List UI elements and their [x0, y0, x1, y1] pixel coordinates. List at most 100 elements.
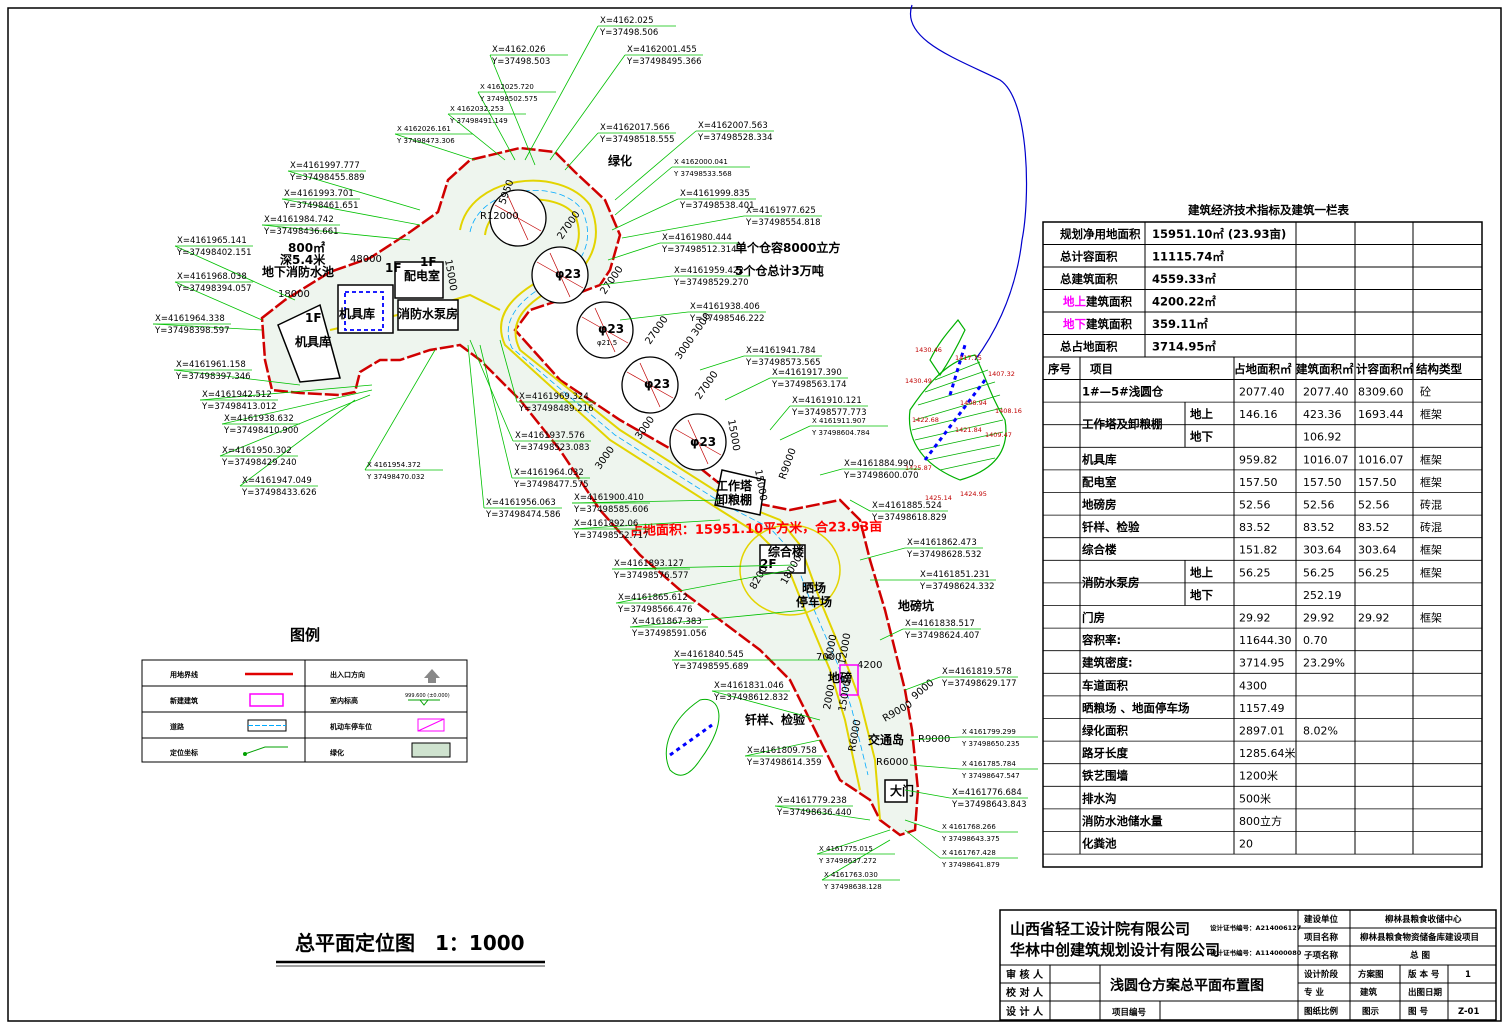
- tb-project-key: 项目名称: [1304, 932, 1339, 943]
- coord-y-41: Y=37498624.332: [919, 582, 995, 592]
- svg-text:15000: 15000: [752, 469, 768, 502]
- row-c-6: 83.52: [1358, 521, 1390, 534]
- cert-no-2: 设计证书编号：A114000080: [1210, 948, 1302, 957]
- coord-y-46: Y=37498629.177: [941, 679, 1017, 689]
- site-area-note: 占地面积：15951.10平方米，合23.93亩: [630, 519, 883, 539]
- coord-y-8: Y=37498528.334: [697, 133, 773, 143]
- tb-number-value: Z-01: [1458, 1007, 1479, 1017]
- row-a-15: 2897.01: [1239, 725, 1285, 738]
- row-b-7: 303.64: [1303, 544, 1342, 557]
- coord-y-36: Y=37498585.606: [573, 505, 649, 515]
- table-header-0: 序号: [1048, 362, 1071, 376]
- coord-x-2: X=4162.026: [492, 45, 546, 55]
- svg-text:15000: 15000: [837, 679, 853, 712]
- table-header-3: 建筑面积㎡: [1296, 362, 1354, 376]
- row-d-0: 砼: [1420, 386, 1431, 399]
- coord-y-48: Y 37498650.235: [961, 740, 1020, 748]
- coord-y-10: Y=37498538.401: [679, 201, 755, 211]
- row-b-9: 252.19: [1303, 589, 1342, 602]
- svg-text:3000: 3000: [633, 415, 657, 442]
- coord-x-37: X=4161885.524: [872, 501, 942, 511]
- row-a-18: 500米: [1239, 792, 1271, 805]
- silo-total-note: 5个仓总计3万吨: [735, 263, 824, 278]
- coord-x-14: X=4161977.625: [746, 206, 816, 216]
- coord-x-34: X=4161947.049: [242, 476, 312, 486]
- coord-y-42: Y=37498566.476: [617, 605, 693, 615]
- coord-y-47: Y=37498612.832: [713, 693, 789, 703]
- slope-elev-1: 1430.46: [915, 346, 942, 354]
- row-item-4: 配电室: [1082, 475, 1117, 489]
- coord-y-30: Y=37498429.240: [221, 458, 297, 468]
- row-item-16: 路牙长度: [1082, 746, 1128, 760]
- silo-5-label: φ23: [690, 435, 716, 449]
- row-item-8: 消防水泵房: [1082, 575, 1140, 589]
- coord-y-34: Y=37498433.626: [241, 488, 317, 498]
- company-name-1: 山西省轻工设计院有限公司: [1010, 920, 1190, 938]
- office-floor-label: 2F: [760, 557, 777, 571]
- row-item-13: 车道面积: [1082, 678, 1128, 692]
- cert-no-1: 设计证书编号：A214006127: [1210, 923, 1301, 932]
- garage-2-label: 机具库: [295, 334, 331, 349]
- office-label: 综合楼: [768, 544, 804, 559]
- row-a-13: 4300: [1239, 679, 1267, 692]
- tb-date-key: 出图日期: [1408, 987, 1443, 998]
- coord-y-19: Y=37498546.222: [689, 314, 765, 324]
- coord-y-26: Y=37498410.900: [223, 426, 299, 436]
- coord-y-12: Y=37498461.651: [283, 201, 359, 211]
- coord-y-25: Y=37498413.012: [201, 402, 277, 412]
- coord-x-46: X=4161819.578: [942, 667, 1012, 677]
- row-d-4: 框架: [1420, 476, 1442, 489]
- tb-subproj-key: 子项名称: [1304, 950, 1339, 961]
- gate-house-outline: [884, 779, 908, 803]
- tb-project-no: 项目编号: [1112, 1007, 1147, 1018]
- row-a-6: 83.52: [1239, 521, 1271, 534]
- row-b-4: 157.50: [1303, 476, 1342, 489]
- tb-checker: 审 核 人: [1006, 968, 1044, 981]
- row-d-1: 框架: [1420, 408, 1442, 421]
- coord-x-33: X=4161884.990: [844, 459, 914, 469]
- summary-label-2: 总建筑面积: [1060, 272, 1118, 286]
- row-item-11: 容积率:: [1081, 633, 1121, 647]
- coord-x-30: X=4161950.302: [222, 446, 292, 456]
- row-b-10: 29.92: [1303, 612, 1335, 625]
- row-c-10: 29.92: [1358, 612, 1390, 625]
- silo-4-label: φ23: [644, 377, 670, 391]
- coord-y-5: Y 37498491.149: [449, 117, 508, 125]
- floor-label-a: 1F: [385, 261, 402, 275]
- coord-x-4: X 4162025.720: [480, 83, 534, 91]
- tb-version-key: 版 本 号: [1407, 969, 1440, 980]
- row-a-0: 2077.40: [1239, 386, 1285, 399]
- coord-y-1: Y=37498.506: [599, 28, 658, 38]
- summary-label-4: 地下建筑面积: [1063, 317, 1132, 331]
- legend-road: 道路: [170, 722, 185, 731]
- row-sub-2: 地下: [1190, 430, 1213, 444]
- coordinate-labels: X=4162.025Y=37498.506X=4162.026Y=37498.5…: [154, 16, 1027, 891]
- unloading-shed-label: 卸粮棚: [716, 492, 752, 507]
- svg-text:2000: 2000: [822, 684, 837, 711]
- row-a-17: 1200米: [1239, 770, 1278, 783]
- summary-label-5: 总占地面积: [1060, 340, 1118, 354]
- coord-x-48: X 4161799.299: [962, 728, 1016, 736]
- coord-x-39: X=4161862.473: [907, 538, 977, 548]
- coord-y-28: Y 37498604.784: [811, 429, 870, 437]
- leader-lines: [152, 25, 1038, 881]
- weigh-label: 地磅: [828, 670, 852, 685]
- slope-elev-8: 1409.47: [985, 431, 1012, 439]
- fire-pool-area: 800㎡: [288, 240, 325, 255]
- fire-pool-depth: 深5.4米: [280, 252, 326, 267]
- row-sub-9: 地下: [1190, 588, 1213, 602]
- coord-x-3: X=4162001.455: [627, 45, 697, 55]
- silo-radius-label: R12000: [480, 211, 519, 222]
- tb-number-key: 图 号: [1408, 1007, 1428, 1017]
- summary-label-1: 总计容面积: [1060, 250, 1118, 264]
- power-room-label: 配电室: [404, 268, 440, 283]
- silo-inner-label: φ21.5: [597, 339, 617, 347]
- row-d-5: 砖混: [1420, 498, 1442, 512]
- fire-pump-label: 消防水泵房: [398, 306, 458, 321]
- tb-project-value: 柳林县粮食物资储备库建设项目: [1360, 932, 1479, 943]
- coord-x-53: X 4161768.266: [942, 823, 996, 831]
- row-a-7: 151.82: [1239, 544, 1278, 557]
- parking-label: 停车场: [796, 594, 832, 609]
- row-b-3: 1016.07: [1303, 453, 1349, 466]
